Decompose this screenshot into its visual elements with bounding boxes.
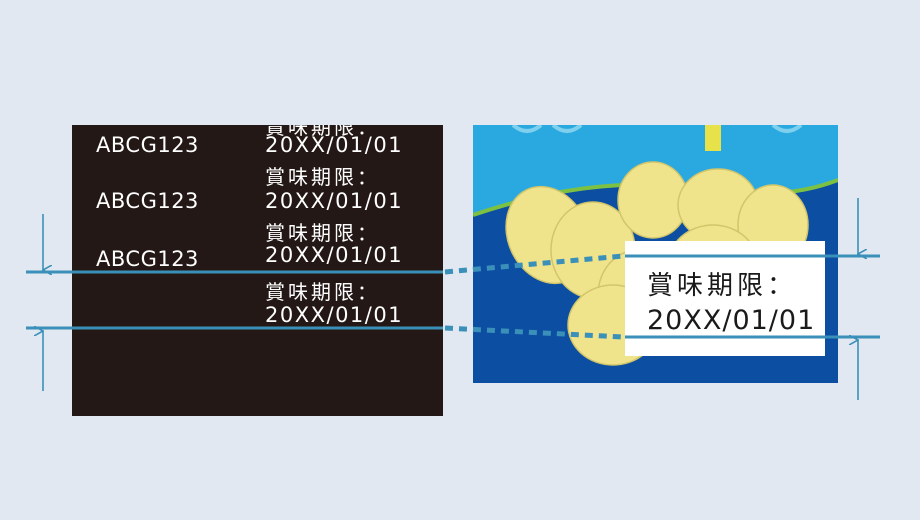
- sheet-label: 賞味期限：: [265, 165, 380, 189]
- sheet-label: 賞味期限：: [265, 125, 380, 139]
- sheet-date: 20XX/01/01: [265, 189, 404, 213]
- package-label-text: 賞味期限：: [647, 271, 798, 301]
- sheet-date: 20XX/01/01: [265, 133, 404, 157]
- sheet-label: 賞味期限：: [265, 221, 380, 245]
- package-date-text: 20XX/01/01: [647, 305, 816, 336]
- sheet-date: 20XX/01/01: [265, 303, 404, 327]
- brand-lettering: [511, 125, 803, 133]
- print-sheet: 賞味期限： ABCG123 20XX/01/01 賞味期限： ABCG123 2…: [72, 125, 443, 416]
- brand-mark: [705, 125, 721, 151]
- sheet-label: 賞味期限：: [265, 280, 380, 304]
- package-date-label: 賞味期限： 20XX/01/01: [625, 241, 825, 356]
- sheet-code: ABCG123: [96, 189, 199, 213]
- sheet-code: ABCG123: [96, 247, 199, 271]
- sheet-date: 20XX/01/01: [265, 243, 404, 267]
- sheet-code: ABCG123: [96, 133, 199, 157]
